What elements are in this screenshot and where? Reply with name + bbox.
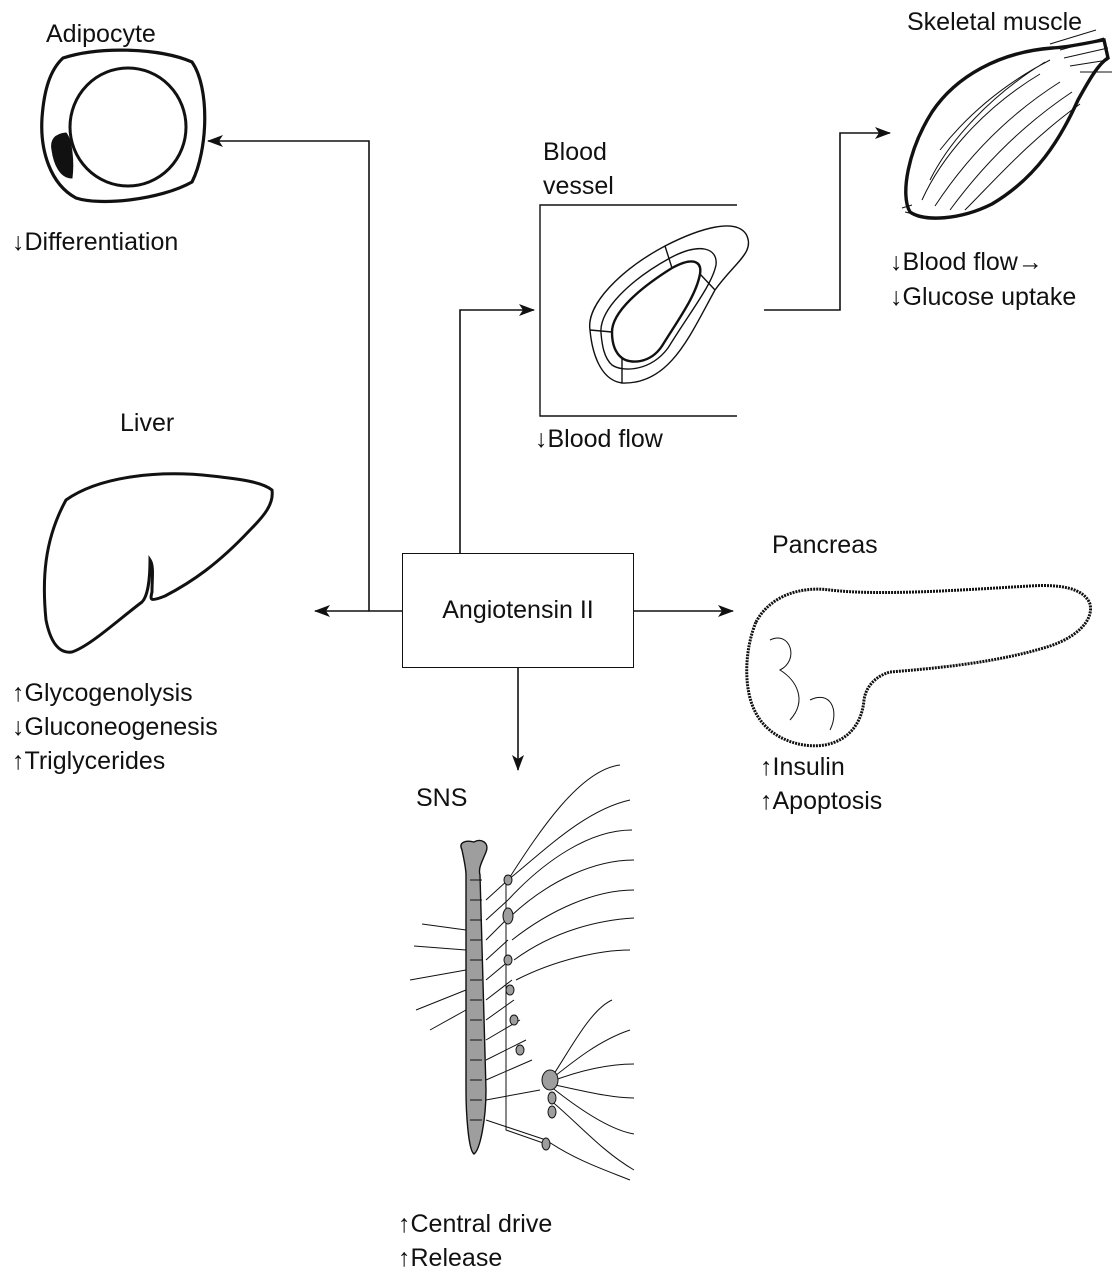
pancreas-effect-1: ↑Insulin: [760, 750, 845, 784]
liver-title: Liver: [120, 406, 174, 440]
angiotensin-ii-box: Angiotensin II: [402, 553, 634, 668]
sns-title: SNS: [416, 781, 467, 815]
skeletal-muscle-title: Skeletal muscle: [907, 5, 1082, 39]
sns-effect-1: ↑Central drive: [398, 1207, 552, 1241]
arrow-to-adipocyte: [208, 141, 402, 611]
sns-effect-2: ↑Release: [398, 1241, 502, 1275]
skeletal-muscle-effect-2: ↓Glucose uptake: [890, 280, 1076, 314]
arrow-to-skeletal-muscle: [764, 133, 890, 310]
adipocyte-icon: [42, 50, 205, 201]
liver-effect-1: ↑Glycogenolysis: [12, 676, 193, 710]
liver-effect-2: ↓Gluconeogenesis: [12, 710, 218, 744]
pancreas-title: Pancreas: [772, 528, 878, 562]
pancreas-icon: [747, 586, 1091, 746]
blood-vessel-icon: [540, 205, 749, 416]
skeletal-muscle-icon: [902, 30, 1112, 218]
adipocyte-effect-1: ↓Differentiation: [12, 225, 178, 259]
liver-effect-3: ↑Triglycerides: [12, 744, 165, 778]
liver-icon: [44, 474, 272, 652]
skeletal-muscle-effect-1: ↓Blood flow→: [890, 245, 1043, 279]
blood-vessel-title-line1: Blood: [543, 135, 607, 169]
sns-icon: [410, 765, 634, 1180]
blood-vessel-effect-1: ↓Blood flow: [535, 422, 663, 456]
adipocyte-title: Adipocyte: [46, 17, 156, 51]
angiotensin-ii-label: Angiotensin II: [442, 596, 594, 625]
arrow-to-blood-vessel: [460, 310, 534, 553]
pancreas-effect-2: ↑Apoptosis: [760, 784, 882, 818]
blood-vessel-title-line2: vessel: [543, 169, 614, 203]
